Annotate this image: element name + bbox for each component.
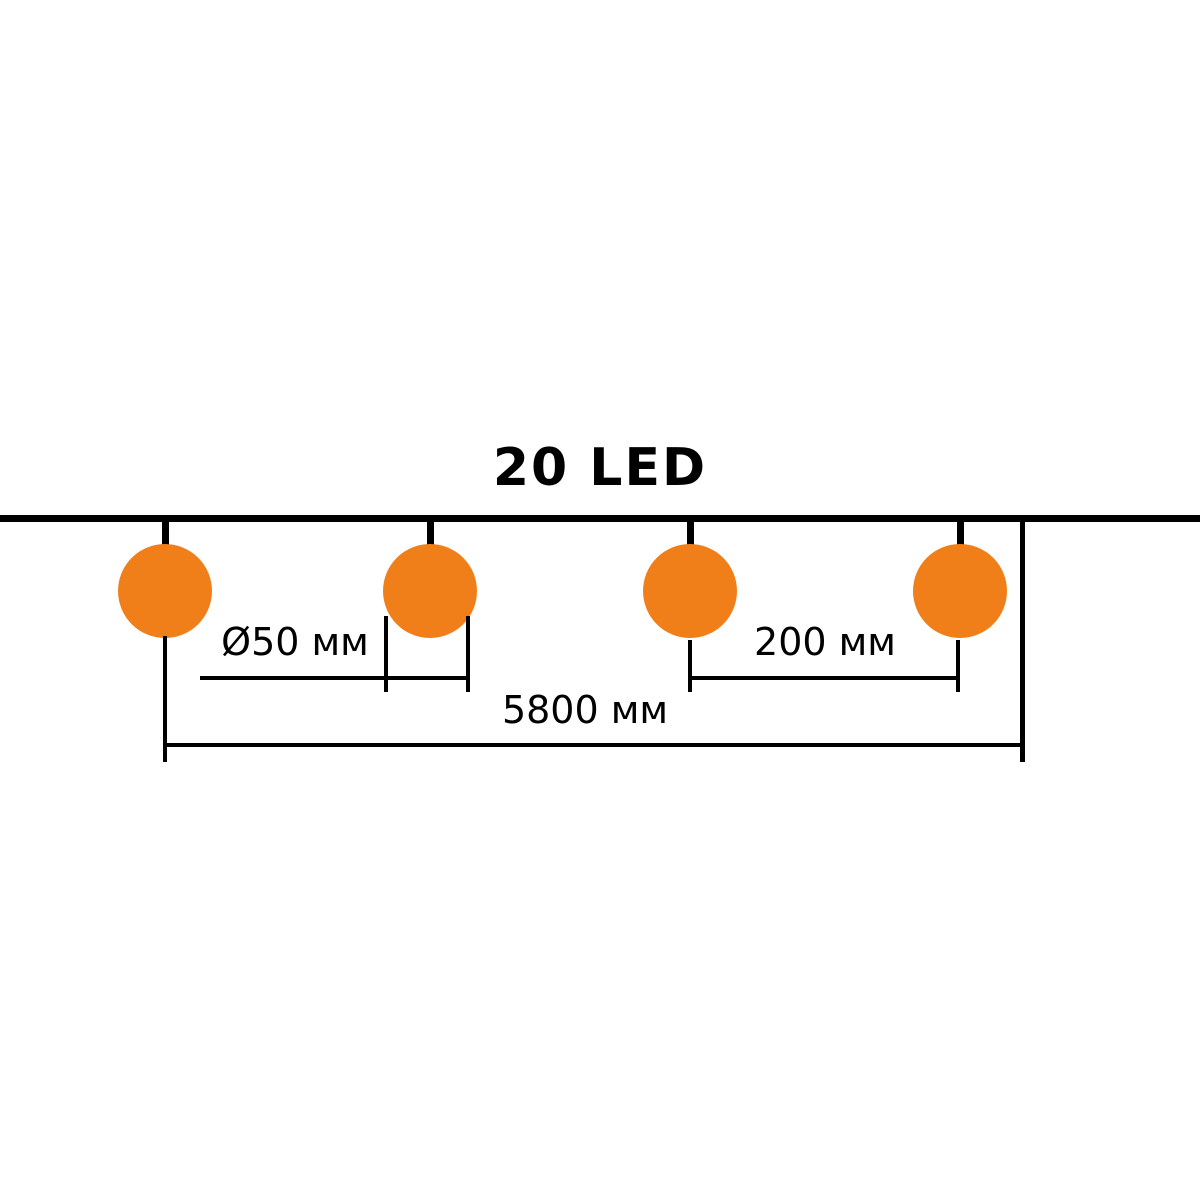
diagram-title: 20 LED (492, 438, 708, 498)
bulb-spacing-extension-line (688, 640, 692, 692)
led-bulb (643, 544, 737, 638)
total-length-extension-line (1020, 520, 1025, 762)
total-length-label: 5800 мм (501, 688, 669, 732)
bulb-stem (427, 519, 434, 553)
bulb-spacing-label: 200 мм (754, 620, 896, 664)
led-bulb (913, 544, 1007, 638)
string-wire (0, 515, 1200, 522)
bulb-stem (687, 519, 694, 553)
total-length-dimension-line (163, 743, 1024, 747)
bulb-stem (957, 519, 964, 553)
led-bulb (383, 544, 477, 638)
bulb-diameter-extension-line (466, 616, 470, 692)
bulb-stem (162, 519, 169, 553)
bulb-diameter-label: Ø50 мм (221, 620, 369, 664)
bulb-spacing-extension-line (956, 640, 960, 692)
total-length-extension-line (163, 636, 167, 762)
bulb-spacing-dimension-line (690, 676, 960, 680)
led-bulb (118, 544, 212, 638)
bulb-diameter-extension-line (384, 616, 388, 692)
bulb-diameter-dimension-line (200, 676, 470, 680)
